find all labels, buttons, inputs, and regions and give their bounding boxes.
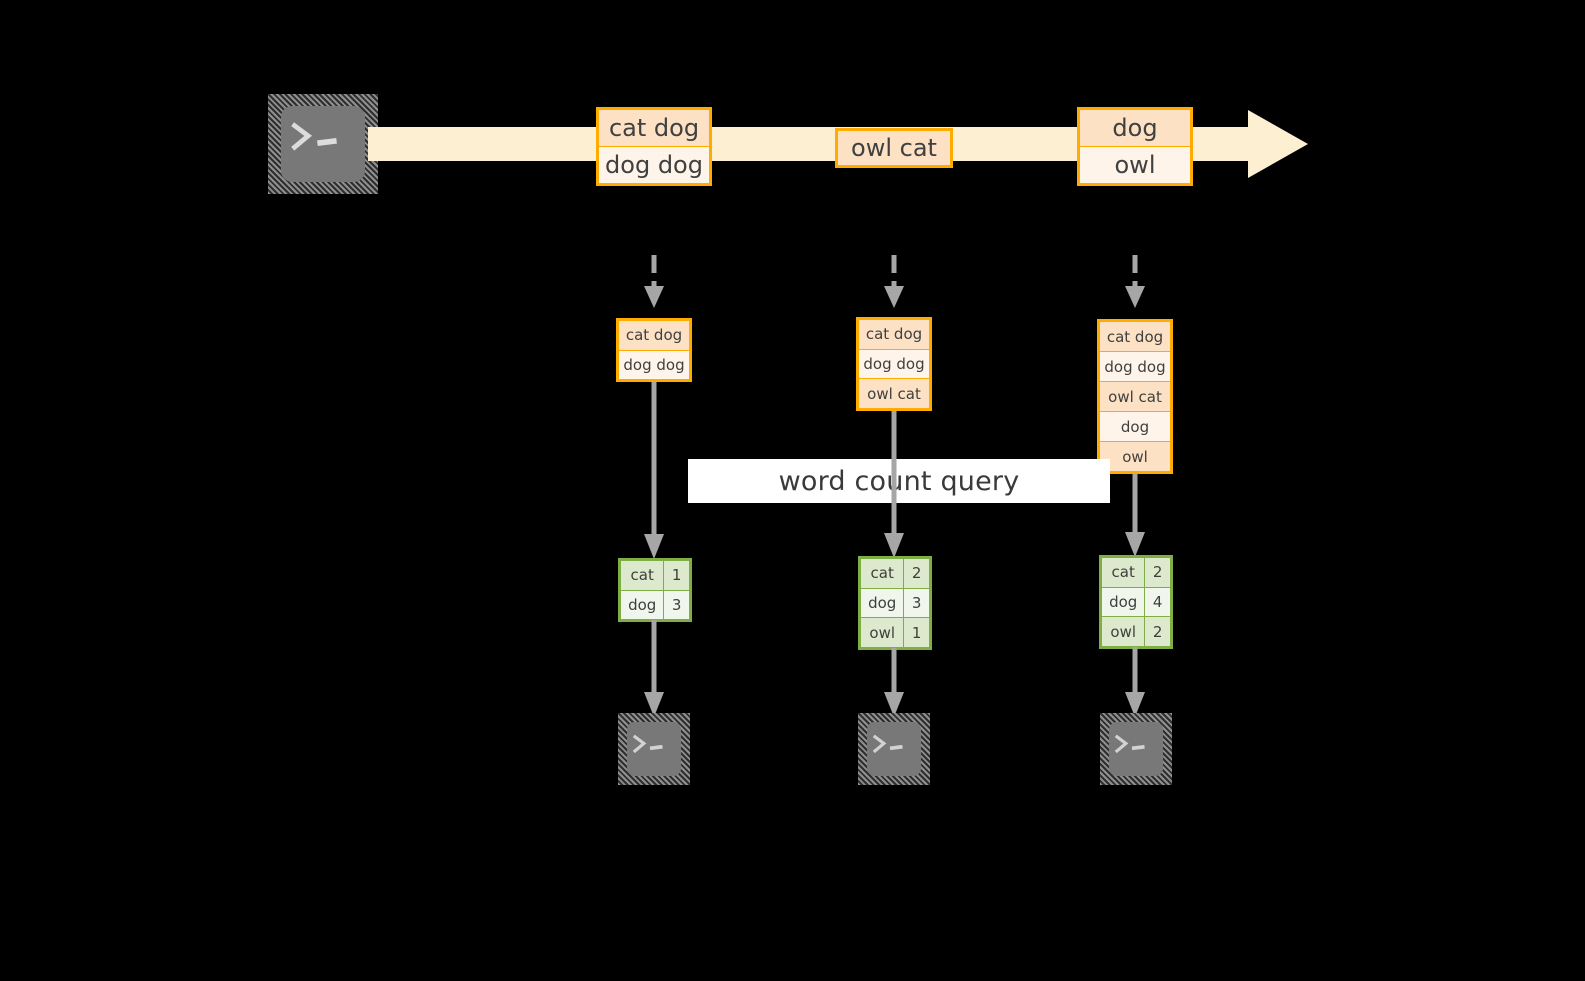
input-record: owl: [1100, 441, 1170, 471]
result-count: 1: [903, 618, 929, 648]
result-count: 2: [903, 559, 929, 588]
result-word: dog: [621, 590, 664, 619]
result-count: 4: [1144, 587, 1170, 617]
dashed-down-arrow-1: [640, 255, 668, 310]
input-record: dog dog: [859, 348, 929, 379]
terminal-prompt-glyph: [632, 732, 677, 756]
sink-terminal-icon-2: [858, 713, 930, 785]
result-row: cat 2: [1102, 558, 1170, 587]
stream-batch-3: dog owl: [1077, 107, 1193, 186]
result-word: dog: [861, 588, 904, 618]
query-label: word count query: [688, 459, 1110, 503]
stream-batch-1: cat dog dog dog: [596, 107, 712, 186]
result-row: owl 2: [1102, 616, 1170, 647]
dashed-down-arrow-3: [1121, 255, 1149, 310]
pipeline-3-result-table: cat 2 dog 4 owl 2: [1099, 555, 1173, 649]
stream-record: dog: [1080, 110, 1190, 146]
transform-arrow-1: [640, 382, 668, 560]
stream-record: dog dog: [599, 146, 709, 183]
input-record: cat dog: [859, 320, 929, 349]
result-word: owl: [861, 618, 904, 648]
result-count: 3: [663, 590, 689, 619]
input-record: cat dog: [619, 321, 689, 350]
result-word: cat: [1102, 558, 1145, 587]
sink-terminal-icon-1: [618, 713, 690, 785]
pipeline-3-input-table: cat dog dog dog owl cat dog owl: [1097, 319, 1173, 474]
terminal-prompt-glyph: [872, 732, 917, 756]
dashed-down-arrow-2: [880, 255, 908, 310]
result-word: owl: [1102, 617, 1145, 647]
result-count: 2: [1144, 617, 1170, 647]
pipeline-2-result-table: cat 2 dog 3 owl 1: [858, 556, 932, 650]
input-record: owl cat: [859, 378, 929, 409]
input-record: cat dog: [1100, 322, 1170, 351]
transform-arrow-3: [1121, 474, 1149, 558]
result-row: owl 1: [861, 617, 929, 648]
input-record: owl cat: [1100, 381, 1170, 411]
result-word: dog: [1102, 587, 1145, 617]
pipeline-1-result-table: cat 1 dog 3: [618, 558, 692, 622]
input-record: dog: [1100, 411, 1170, 441]
result-row: cat 2: [861, 559, 929, 588]
result-row: dog 4: [1102, 586, 1170, 617]
pipeline-2-input-table: cat dog dog dog owl cat: [856, 317, 932, 411]
output-arrow-2: [880, 648, 908, 718]
result-row: dog 3: [621, 589, 689, 619]
input-record: dog dog: [619, 349, 689, 379]
input-record: dog dog: [1100, 351, 1170, 381]
stream-record: cat dog: [599, 110, 709, 146]
result-row: dog 3: [861, 587, 929, 618]
query-label-text: word count query: [778, 465, 1020, 497]
source-terminal-icon: [268, 94, 378, 194]
result-count: 1: [663, 561, 689, 590]
output-arrow-1: [640, 620, 668, 718]
result-row: cat 1: [621, 561, 689, 590]
result-word: cat: [861, 559, 904, 588]
pipeline-1-input-table: cat dog dog dog: [616, 318, 692, 382]
stream-batch-2: owl cat: [835, 128, 953, 168]
stream-record: owl cat: [838, 131, 950, 165]
output-arrow-3: [1121, 647, 1149, 718]
terminal-prompt-glyph: [290, 120, 358, 154]
result-word: cat: [621, 561, 664, 590]
result-count: 3: [903, 588, 929, 618]
stream-record: owl: [1080, 146, 1190, 183]
result-count: 2: [1144, 558, 1170, 587]
terminal-prompt-glyph: [1114, 732, 1159, 756]
sink-terminal-icon-3: [1100, 713, 1172, 785]
